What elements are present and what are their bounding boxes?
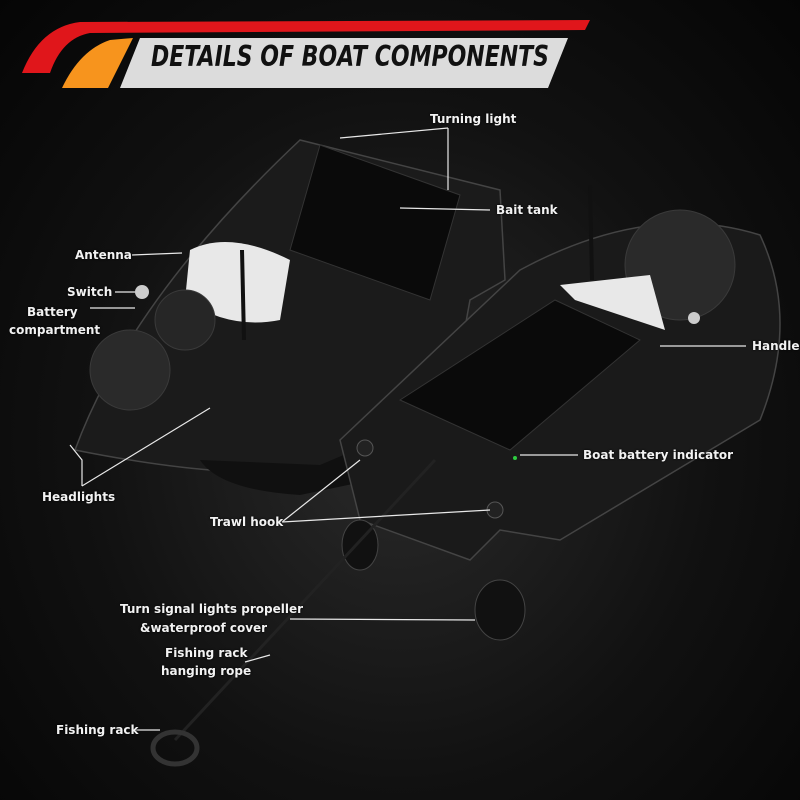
red-stripe: [22, 20, 590, 73]
label-headlights: Headlights: [42, 490, 116, 504]
label-handle: Handle: [752, 339, 800, 353]
title-plate: [120, 38, 568, 88]
label-propeller-line2: &waterproof cover: [140, 621, 268, 635]
label-switch: Switch: [67, 285, 113, 299]
label-fishing-rack: Fishing rack: [56, 723, 139, 737]
orange-swoosh: [62, 38, 133, 88]
label-battery-line2: compartment: [9, 323, 101, 337]
label-battery-line1: Battery: [27, 305, 78, 319]
label-boat-battery-indicator: Boat battery indicator: [583, 448, 734, 462]
title-banner: [22, 20, 590, 88]
label-propeller-line1: Turn signal lights propeller: [120, 602, 304, 616]
label-turning-light: Turning light: [430, 112, 517, 126]
label-rope-line1: Fishing rack: [165, 646, 248, 660]
right-boat: [339, 184, 781, 641]
page-title: DETAILS OF BOAT COMPONENTS: [150, 41, 550, 74]
leader-lines: [69, 127, 746, 731]
fishing-rack-ring: [150, 729, 200, 767]
label-bait-tank: Bait tank: [496, 203, 558, 217]
label-antenna: Antenna: [75, 248, 132, 262]
label-trawl-hook: Trawl hook: [210, 515, 284, 529]
label-rope-line2: hanging rope: [161, 664, 252, 678]
